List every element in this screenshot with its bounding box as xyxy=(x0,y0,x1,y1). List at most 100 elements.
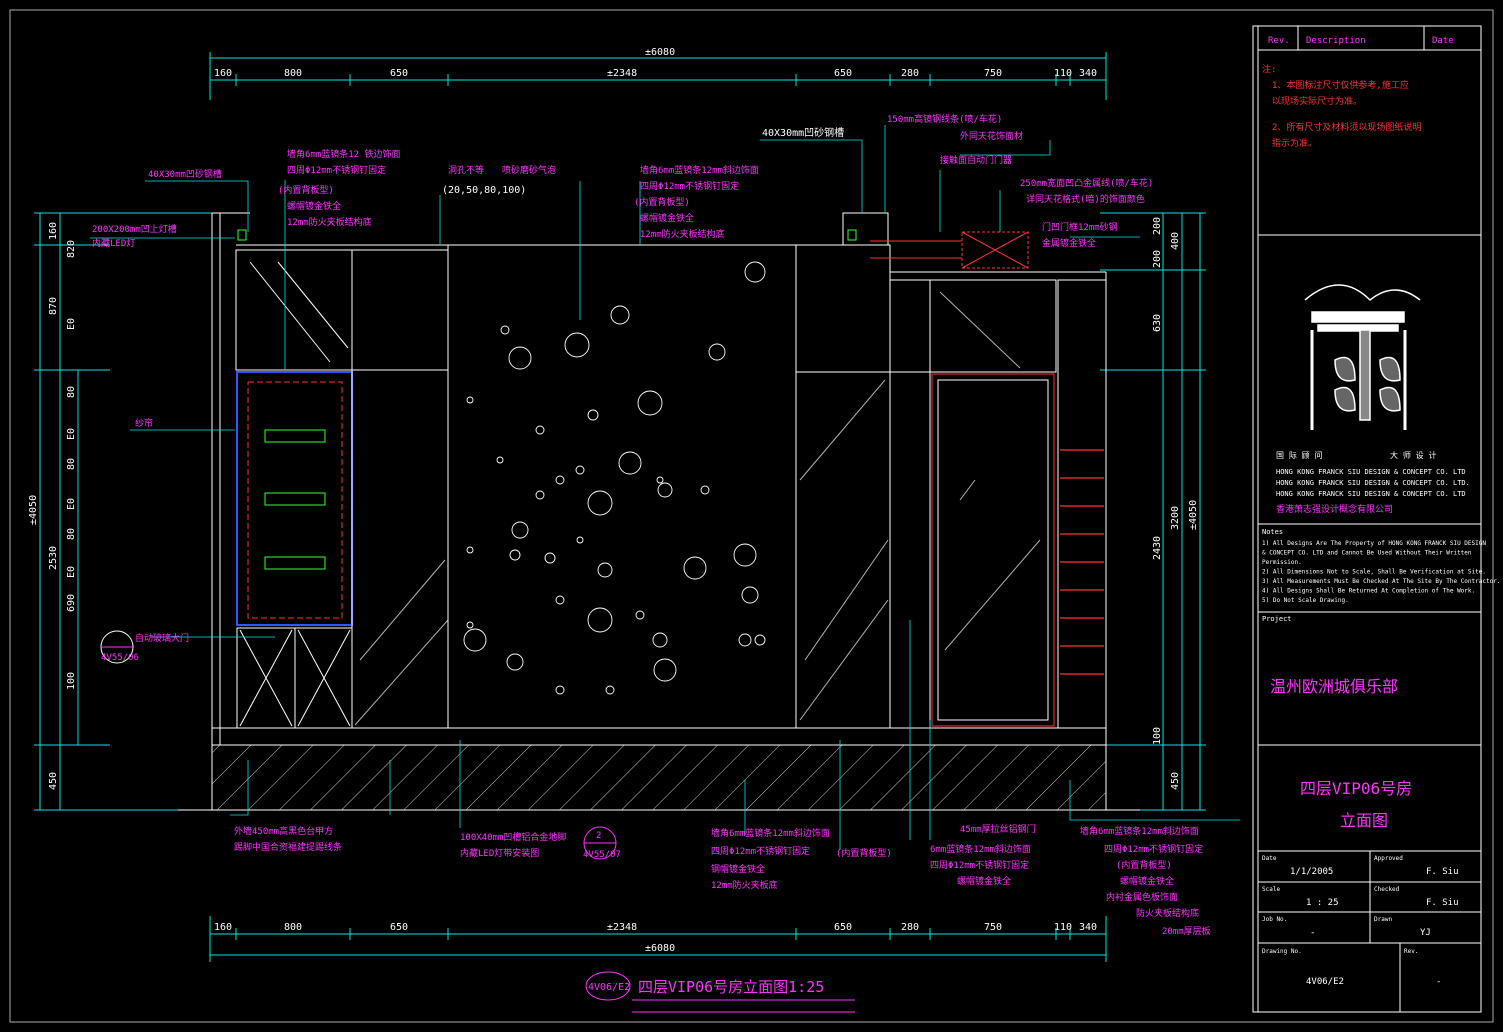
dim-left-870: 870 xyxy=(48,297,59,315)
bubble-hole xyxy=(463,628,487,652)
bubble-hole xyxy=(500,325,510,335)
note-n3: 内藏LED灯 xyxy=(92,237,135,249)
tb-company-en-2: HONG KONG FRANCK SIU DESIGN & CONCEPT CO… xyxy=(1276,479,1470,487)
dim-left-inner-4: 80 xyxy=(66,458,77,470)
left-upper-panel xyxy=(235,249,353,371)
tb-drawingno-label: Drawing No. xyxy=(1262,948,1302,955)
note-n5: 四周Φ12mm不锈钢钉固定 xyxy=(287,164,386,176)
dim-bottom-8: 340 xyxy=(1079,922,1097,933)
note-n8: 12mm防火夹板结构底 xyxy=(287,216,372,228)
bubble-hole xyxy=(700,485,710,495)
tb-rev-label: Rev. xyxy=(1404,948,1418,955)
bubble-hole xyxy=(564,332,590,358)
tb-remark-4: 指示为准。 xyxy=(1272,137,1317,149)
note-b13: 螺帽镀金铁全 xyxy=(957,875,1011,887)
niche-shelf-3 xyxy=(264,556,326,570)
bubble-hole xyxy=(535,490,545,500)
dim-left-inner-2: 80 xyxy=(66,386,77,398)
niche-shelf-1 xyxy=(264,429,326,443)
note-n4: 墙角6mm蓝镜条12 铁边饰面 xyxy=(287,148,401,160)
bubble-hole xyxy=(587,607,613,633)
note-n15: 螺帽镀金铁全 xyxy=(640,212,694,224)
dim-top-7: 110 xyxy=(1054,68,1072,79)
note-b20: 20mm厚层板 xyxy=(1162,925,1211,937)
note-b3: 100X40mm凹槽铝合金地脚 xyxy=(460,831,566,843)
note-b6: 四周Φ12mm不锈钢钉固定 xyxy=(711,845,810,857)
annotations-top: 40X30mm凹砂钢槽 200X200mm凹上灯槽 内藏LED灯 墙角6mm蓝镜… xyxy=(92,113,1153,644)
tb-company-cn-full: 香港萧志强设计概念有限公司 xyxy=(1276,503,1393,515)
dim-left-450: 450 xyxy=(48,772,59,790)
note-b16: (内置背板型) xyxy=(1116,859,1172,871)
note-n14: (内置背板型) xyxy=(634,196,690,208)
dim-right-450: 450 xyxy=(1170,772,1181,790)
sheet-border xyxy=(9,9,1494,1023)
tb-project-name: 温州欧洲城俱乐部 xyxy=(1270,677,1398,696)
dim-left-160: 160 xyxy=(48,222,59,240)
tb-drawingno-value: 4V06/E2 xyxy=(1306,977,1344,987)
dim-bottom-4: 650 xyxy=(834,922,852,933)
bubble-hole xyxy=(605,685,615,695)
base-plinth xyxy=(211,744,1107,811)
dim-right-400: 400 xyxy=(1170,232,1181,250)
note-b15: 四周Φ12mm不锈钢钉固定 xyxy=(1104,843,1203,855)
drawing-title-tag: 4V06/E2 xyxy=(588,982,630,993)
tb-scale-value: 1 : 25 xyxy=(1306,898,1339,908)
bubble-hole xyxy=(466,396,474,404)
tb-note-6: 5) Do Not Scale Drawing. xyxy=(1262,597,1349,604)
tb-desc-header: Description xyxy=(1306,36,1366,46)
callout-a-label: 4V55/06 xyxy=(101,653,139,663)
dim-top-3: ±2348 xyxy=(607,68,637,79)
dim-left-inner-7: E0 xyxy=(66,566,77,578)
tb-remark-1: 1、本图标注尺寸仅供参考,施工应 xyxy=(1272,79,1409,91)
bubble-hole xyxy=(738,633,752,647)
dim-bottom-overall: ±6080 xyxy=(645,943,675,954)
tb-scale-label: Scale xyxy=(1262,886,1280,893)
tb-company-en-3: HONG KONG FRANCK SIU DESIGN & CONCEPT CO… xyxy=(1276,490,1466,498)
tb-company-en-1: HONG KONG FRANCK SIU DESIGN & CONCEPT CO… xyxy=(1276,468,1466,476)
dim-right-total: ±4050 xyxy=(1188,500,1199,530)
tb-company-cn-2: 大 师 设 计 xyxy=(1390,450,1436,460)
note-b5: 墙角6mm蓝镜条12mm斜边饰面 xyxy=(711,827,830,839)
tb-drawing-title-2: 立面图 xyxy=(1340,811,1388,830)
dim-left-inner-1: E0 xyxy=(66,318,77,330)
note-n26: 自动玻璃大门 xyxy=(135,632,189,644)
tb-checked-label: Checked xyxy=(1374,886,1400,893)
dim-right-100: 100 xyxy=(1152,727,1163,745)
note-b7: 钢帽镀金铁全 xyxy=(711,863,765,875)
dim-left-inner-8: 690 xyxy=(66,594,77,612)
bubble-hole xyxy=(754,634,766,646)
note-n25: 纱帘 xyxy=(135,417,153,429)
bubble-hole xyxy=(637,390,663,416)
tb-date-header: Date xyxy=(1432,36,1454,46)
bubble-hole xyxy=(555,595,565,605)
bubble-hole xyxy=(733,543,757,567)
note-n7: 螺帽镀金铁全 xyxy=(287,200,341,212)
note-b19: 防火夹板结构底 xyxy=(1136,907,1199,919)
bubble-hole xyxy=(508,346,532,370)
bubble-hole xyxy=(587,409,599,421)
bubble-hole xyxy=(618,451,642,475)
bubble-hole xyxy=(555,685,565,695)
tb-note-5: 4) All Designs Shall Be Returned At Comp… xyxy=(1262,588,1475,595)
dim-top-2: 650 xyxy=(390,68,408,79)
bubble-hole xyxy=(744,261,766,283)
note-b2: 踢脚中国合资福建提踢线条 xyxy=(234,841,342,853)
mirror-panel-left xyxy=(351,249,449,729)
dim-left-inner-6: 80 xyxy=(66,528,77,540)
note-b8: 12mm防火夹板底 xyxy=(711,879,778,891)
niche-shelf-2 xyxy=(264,492,326,506)
bubble-hole xyxy=(652,632,668,648)
note-n19: 外同天花饰面材 xyxy=(960,130,1023,142)
bubble-hole xyxy=(635,610,645,620)
bubble-hole xyxy=(555,475,565,485)
elevation-body xyxy=(178,212,1140,811)
tb-drawing-title-1: 四层VIP06号房 xyxy=(1300,779,1412,798)
note-b9: (内置背板型) xyxy=(836,847,892,859)
tb-project-label: Project xyxy=(1262,615,1292,623)
note-n6: (内置背板型) xyxy=(278,184,334,196)
dim-bottom-3: ±2348 xyxy=(607,922,637,933)
note-n11: 喷砂磨砂气泡 xyxy=(502,164,556,176)
note-n2: 200X200mm凹上灯槽 xyxy=(92,223,177,235)
bubble-hole xyxy=(506,653,524,671)
note-n23: 门凹门框12mm砂钢 xyxy=(1042,221,1118,233)
